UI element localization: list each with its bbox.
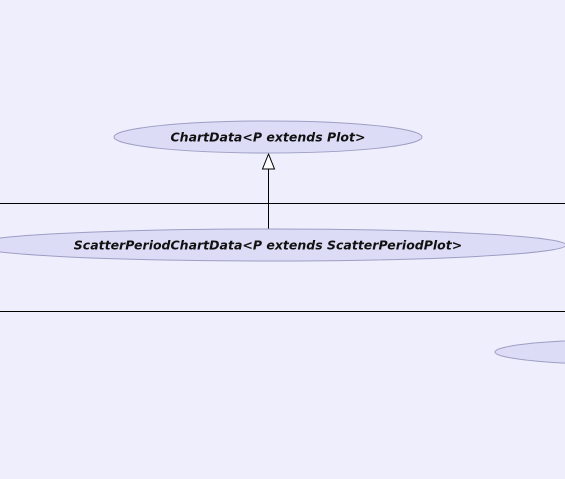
- node-scatterperiodchartdata[interactable]: ScatterPeriodChartData<P extends Scatter…: [0, 228, 565, 262]
- node-chartdata-label: ChartData<P extends Plot>: [171, 130, 366, 145]
- node-chartdata[interactable]: ChartData<P extends Plot>: [113, 120, 423, 154]
- node-scatterperiodchartdata-shape: [0, 228, 565, 262]
- node-scatterperiodchartdata-label: ScatterPeriodChartData<P extends Scatter…: [74, 238, 462, 253]
- hollow-triangle-arrowhead: [261, 152, 276, 170]
- node-offscreen[interactable]: [494, 339, 565, 365]
- node-chartdata-shape: [113, 120, 423, 154]
- node-offscreen-shape: [494, 340, 565, 364]
- inheritance-edge: [261, 152, 276, 229]
